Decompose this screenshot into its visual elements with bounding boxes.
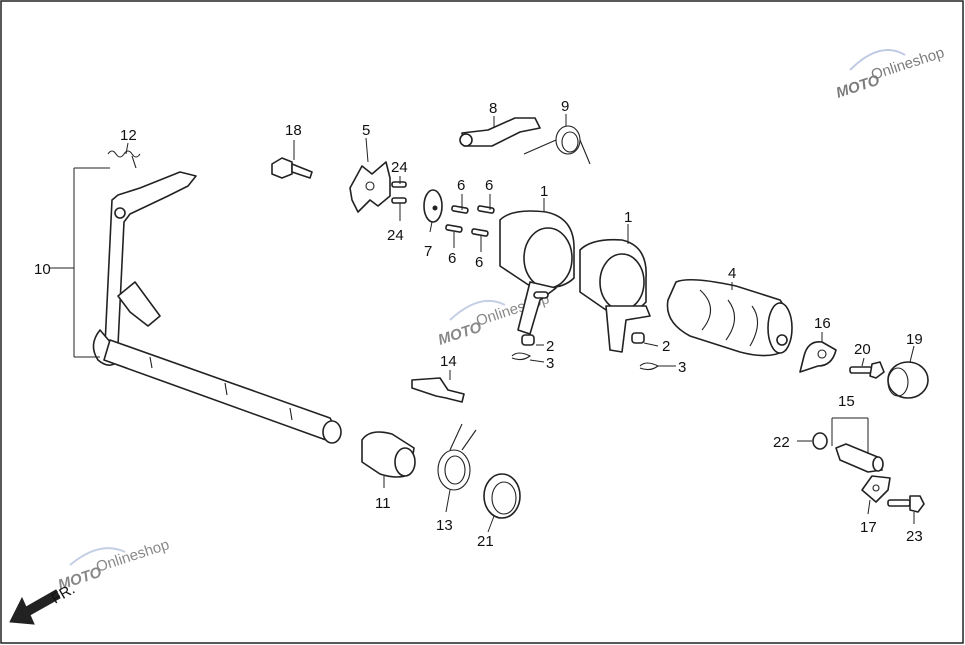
callout-3: 3 xyxy=(678,359,686,376)
part-17-lever xyxy=(861,475,891,503)
callout-19: 19 xyxy=(906,331,923,348)
callout-17: 17 xyxy=(860,519,877,536)
part-8-stopper-arm xyxy=(459,117,541,147)
part-21-seal xyxy=(483,473,521,519)
part-24-pins xyxy=(391,181,407,204)
part-18-bolt xyxy=(271,157,313,179)
part-6-pins xyxy=(445,205,495,237)
callout-13: 13 xyxy=(436,517,453,534)
callout-3: 3 xyxy=(546,355,554,372)
part-4-shift-drum xyxy=(666,278,793,357)
callout-22: 22 xyxy=(773,434,790,451)
part-7-plate xyxy=(423,189,443,223)
part-2-pins xyxy=(521,332,645,346)
part-11-collar xyxy=(361,431,416,478)
part-15-pin xyxy=(835,443,884,473)
front-direction-arrow-icon xyxy=(9,589,61,625)
callout-15: 15 xyxy=(838,393,855,410)
callout-labels: 1 1 2 2 3 3 4 5 6 6 6 6 7 8 9 10 11 12 1… xyxy=(34,98,923,550)
callout-16: 16 xyxy=(814,315,831,332)
callout-8: 8 xyxy=(489,100,497,117)
leader-lines xyxy=(50,114,915,533)
callout-11: 11 xyxy=(375,495,391,512)
callout-2: 2 xyxy=(546,338,554,355)
callout-24: 24 xyxy=(387,227,404,244)
callout-4: 4 xyxy=(728,265,736,282)
part-1-shift-fork-a xyxy=(499,210,575,335)
callout-5: 5 xyxy=(362,122,370,139)
callout-6: 6 xyxy=(457,177,465,194)
part-22-oring xyxy=(812,432,828,450)
callout-6: 6 xyxy=(475,254,483,271)
part-13-spring xyxy=(437,423,477,491)
callout-24: 24 xyxy=(391,159,408,176)
part-1-shift-fork-b xyxy=(579,238,651,353)
callout-7: 7 xyxy=(424,243,432,260)
callout-10: 10 xyxy=(34,261,51,278)
callout-21: 21 xyxy=(477,533,494,550)
callout-9: 9 xyxy=(561,98,569,115)
callout-2: 2 xyxy=(662,338,670,355)
callout-12: 12 xyxy=(120,127,137,144)
callout-1: 1 xyxy=(540,183,548,200)
callout-23: 23 xyxy=(906,528,923,545)
callout-20: 20 xyxy=(854,341,871,358)
part-12-spring xyxy=(107,150,141,169)
part-16-plate xyxy=(799,340,837,373)
part-5-star-plate xyxy=(349,161,391,213)
part-20-bolt xyxy=(849,361,885,379)
callout-14: 14 xyxy=(440,353,457,370)
part-9-spring xyxy=(523,125,591,165)
part-10-gearshift-spindle xyxy=(92,171,342,444)
callout-18: 18 xyxy=(285,122,302,139)
callout-6: 6 xyxy=(485,177,493,194)
part-19-cap xyxy=(887,361,929,399)
callout-1: 1 xyxy=(624,209,632,226)
part-14-stud xyxy=(411,377,465,403)
callout-6: 6 xyxy=(448,250,456,267)
part-23-bolt xyxy=(887,495,925,513)
